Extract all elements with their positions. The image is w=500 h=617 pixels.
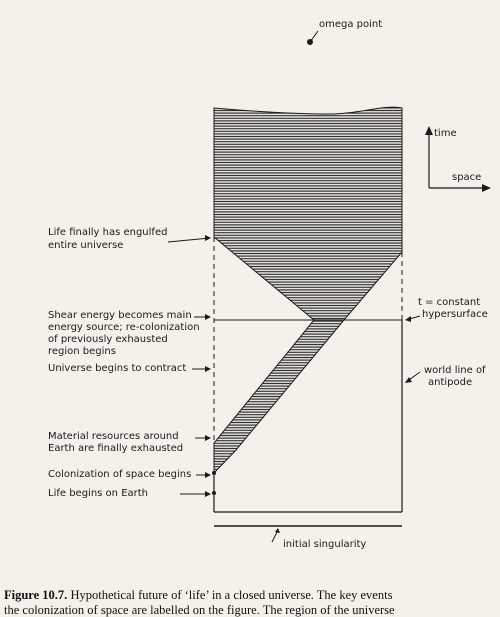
material-resources-label-2: Earth are finally exhausted: [48, 443, 184, 454]
material-resources-label-1: Material resources around: [48, 431, 179, 442]
omega-point-pointer: [309, 30, 319, 43]
antipode-label-2: antipode: [428, 377, 473, 388]
shear-energy-label-3: of previously exhausted: [48, 334, 168, 345]
shear-energy-label-2: energy source; re-colonization: [48, 322, 200, 333]
t-constant-label-1: t = constant: [418, 297, 481, 308]
colonization-marker: [212, 471, 216, 475]
right-label-arrows: [405, 315, 421, 383]
caption-line-2: the colonization of space are labelled o…: [4, 603, 395, 617]
life-region-top: [213, 106, 403, 321]
life-begins-marker: [212, 491, 216, 495]
life-engulfed-label-2: entire universe: [48, 240, 124, 251]
life-region-band: [213, 319, 346, 475]
label-arrows: [167, 235, 211, 497]
t-constant-label-2: hypersurface: [422, 309, 488, 320]
initial-singularity-label: initial singularity: [283, 539, 367, 550]
omega-point-label: omega point: [319, 19, 383, 30]
shear-energy-label-4: region begins: [48, 346, 116, 357]
figure-number: Figure 10.7.: [4, 588, 68, 602]
caption-line-1: Figure 10.7. Hypothetical future of ‘lif…: [4, 588, 500, 603]
life-engulfed-label-1: Life finally has engulfed: [48, 227, 168, 238]
life-begins-label: Life begins on Earth: [48, 488, 149, 499]
caption-line-1-text: Hypothetical future of ‘life’ in a close…: [70, 588, 393, 602]
time-axis-label: time: [434, 128, 457, 139]
figure-caption: Figure 10.7. Hypothetical future of ‘lif…: [4, 588, 500, 617]
space-axis-label: space: [452, 172, 482, 183]
shear-energy-label-1: Shear energy becomes main: [48, 310, 192, 321]
contract-label: Universe begins to contract: [48, 363, 187, 374]
colonization-label: Colonization of space begins: [48, 469, 192, 480]
antipode-label-1: world line of: [424, 365, 486, 376]
time-space-axes: [425, 126, 491, 192]
